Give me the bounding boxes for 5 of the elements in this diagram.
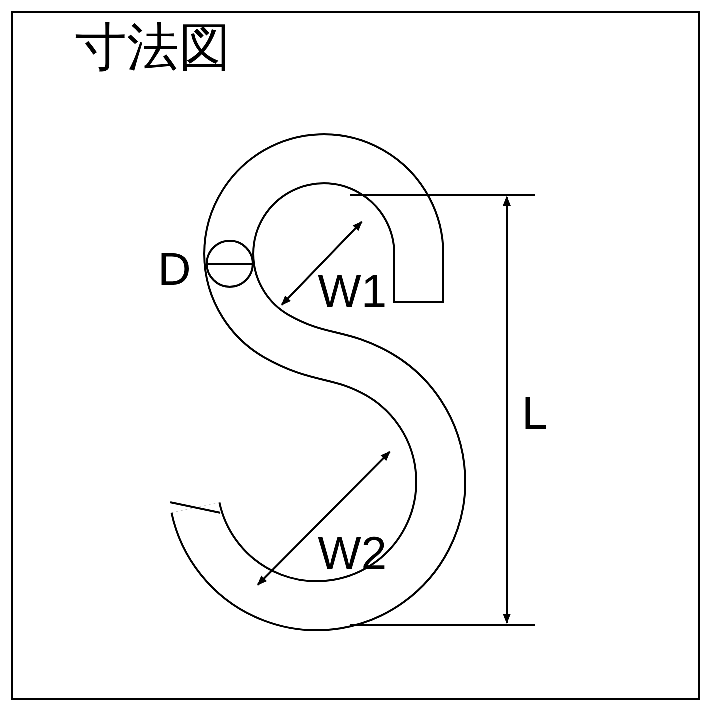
dimension-label: L	[522, 390, 548, 436]
title: 寸法図	[75, 22, 231, 74]
dimension-label: D	[158, 246, 192, 292]
dimension-label: W1	[318, 268, 387, 314]
dimension-label: W2	[318, 530, 387, 576]
